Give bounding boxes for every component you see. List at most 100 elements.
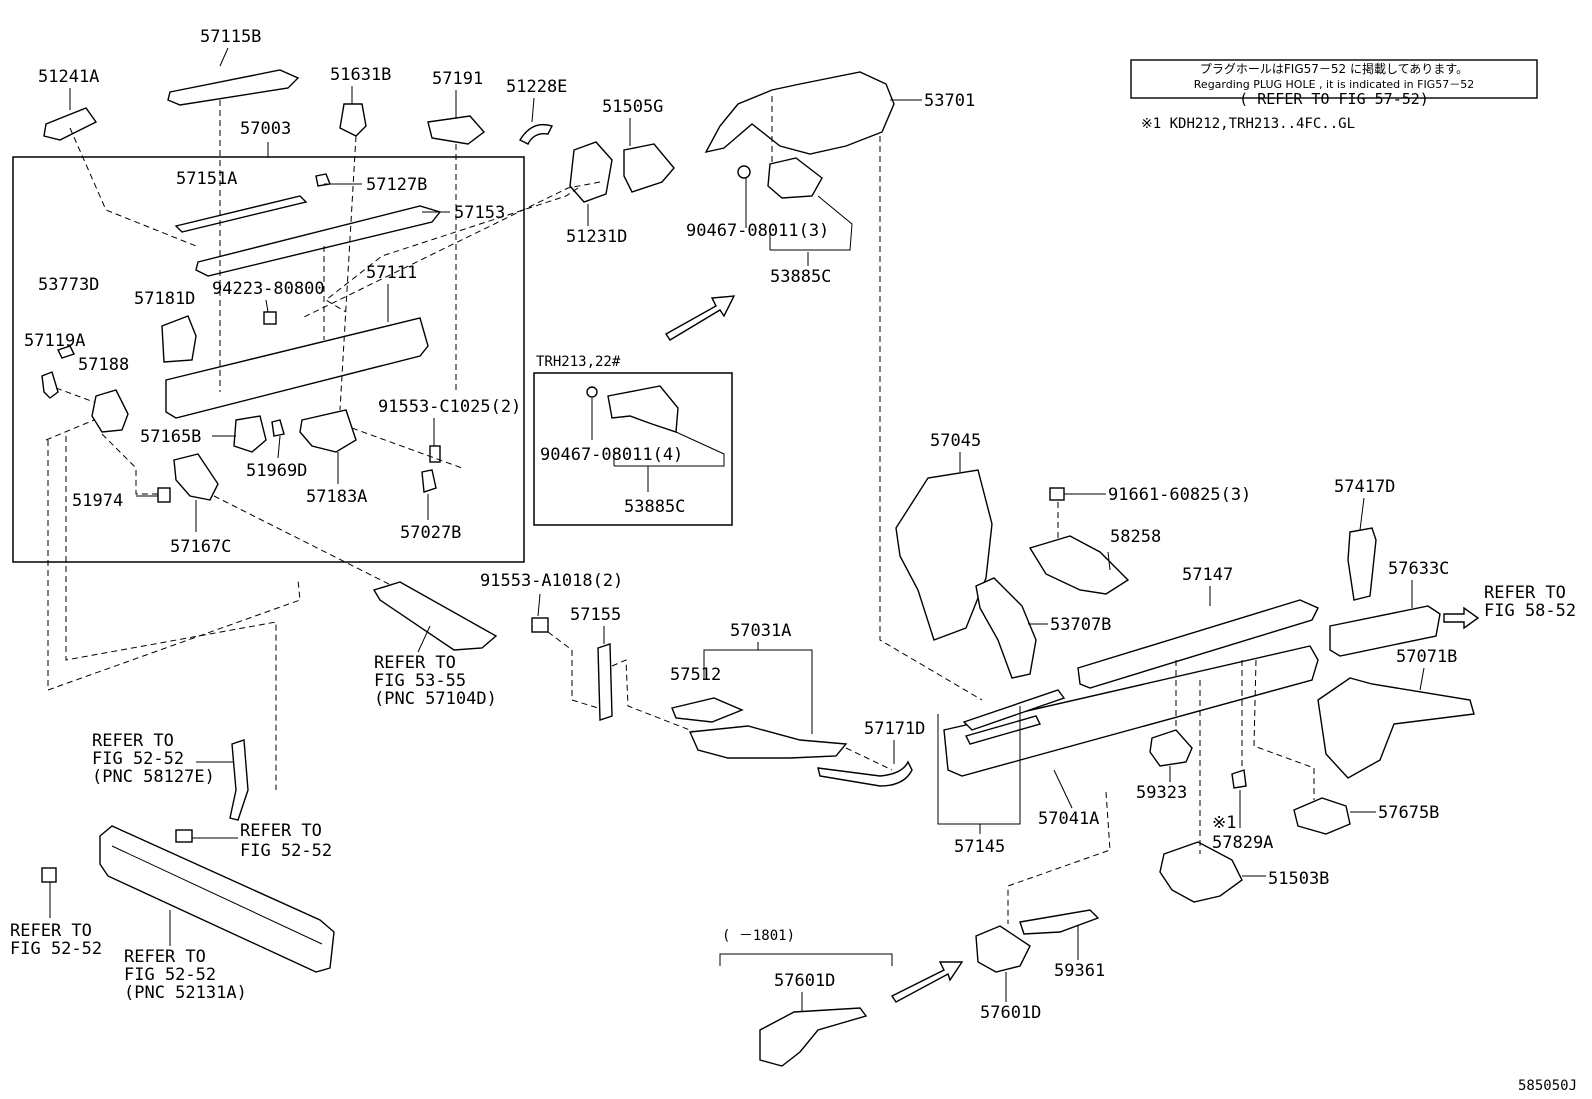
- note-line-en: Regarding PLUG HOLE , it is indicated in…: [1194, 78, 1474, 91]
- label-57191: 57191: [432, 69, 483, 89]
- part-91553-C1025[interactable]: [429, 445, 441, 463]
- part-57045[interactable]: [895, 469, 993, 641]
- label-57155: 57155: [570, 605, 621, 625]
- arrow-to-53701: [664, 295, 736, 341]
- part-57145-upper[interactable]: [962, 689, 1066, 731]
- part-57188[interactable]: [91, 389, 129, 433]
- label-57829A: 57829A: [1212, 833, 1273, 853]
- label-51974: 51974: [72, 491, 123, 511]
- part-53707B[interactable]: [975, 577, 1037, 679]
- part-57115B[interactable]: [167, 69, 300, 106]
- ref-58127E-l3: (PNC 58127E): [92, 767, 215, 787]
- ref-52131A-l2: FIG 52-52: [124, 965, 216, 985]
- part-51969D[interactable]: [271, 419, 285, 437]
- part-53885C-lower[interactable]: [607, 385, 679, 433]
- label-51631B: 51631B: [330, 65, 391, 85]
- part-57171D[interactable]: [817, 760, 913, 787]
- label-57045: 57045: [930, 431, 981, 451]
- part-57071B[interactable]: [1317, 677, 1475, 779]
- part-51505G[interactable]: [623, 143, 675, 193]
- part-91553-A1018[interactable]: [531, 617, 549, 633]
- arrow-to-57601D: [890, 961, 964, 1003]
- label-51231D: 51231D: [566, 227, 627, 247]
- part-57167C[interactable]: [173, 453, 219, 501]
- part-57119A[interactable]: [41, 371, 59, 399]
- label-53885C-lower: 53885C: [624, 497, 685, 517]
- footnote-mark: ※1: [1212, 813, 1236, 833]
- part-51503B[interactable]: [1159, 841, 1243, 903]
- label-57151A: 57151A: [176, 169, 237, 189]
- part-51228E[interactable]: [519, 123, 553, 145]
- part-57147[interactable]: [1077, 599, 1319, 689]
- label-51505G: 51505G: [602, 97, 663, 117]
- label-91553-C1025: 91553-C1025(2): [378, 397, 521, 417]
- label-57041A: 57041A: [1038, 809, 1099, 829]
- clip-90467-08011-upper[interactable]: [737, 165, 751, 179]
- part-57104D-panel[interactable]: [372, 581, 498, 651]
- label-53773D: 53773D: [38, 275, 99, 295]
- clip-90467-08011-lower[interactable]: [586, 386, 598, 398]
- label-51969D: 51969D: [246, 461, 307, 481]
- ref-52131A-l1: REFER TO: [124, 947, 206, 967]
- part-57151A[interactable]: [174, 195, 308, 233]
- part-57601D-left[interactable]: [759, 1007, 868, 1067]
- part-57181D[interactable]: [161, 315, 197, 363]
- label-91553-A1018: 91553-A1018(2): [480, 571, 623, 591]
- label-91661-60825: 91661-60825(3): [1108, 485, 1251, 505]
- part-57417D[interactable]: [1347, 527, 1377, 601]
- ref-fig-53-55-l2: FIG 53-55: [374, 671, 466, 691]
- part-53773D[interactable]: [57, 345, 75, 359]
- part-59361[interactable]: [1019, 909, 1100, 935]
- part-57031A[interactable]: [688, 725, 848, 759]
- part-51631B[interactable]: [339, 103, 367, 137]
- part-57191[interactable]: [427, 115, 486, 145]
- date-range: ( －1801): [722, 928, 795, 944]
- bolt-52-52-b[interactable]: [41, 867, 57, 883]
- ref-58127E-l2: FIG 52-52: [92, 749, 184, 769]
- part-58258[interactable]: [1028, 535, 1130, 595]
- part-94223-80800[interactable]: [263, 311, 277, 325]
- ref-58-52-l1: REFER TO: [1484, 583, 1566, 603]
- label-57119A: 57119A: [24, 331, 85, 351]
- part-57111[interactable]: [165, 317, 429, 419]
- label-57031A: 57031A: [730, 621, 791, 641]
- part-51231D[interactable]: [569, 141, 613, 203]
- plug-hole-note: プラグホールはFIG57－52 に掲載してあります。 Regarding PLU…: [1130, 59, 1538, 108]
- part-57601D-right[interactable]: [975, 925, 1031, 973]
- ref-fig-53-55-l1: REFER TO: [374, 653, 456, 673]
- part-57633C[interactable]: [1329, 605, 1441, 657]
- part-53701[interactable]: [704, 71, 895, 155]
- label-57512: 57512: [670, 665, 721, 685]
- part-57829A[interactable]: [1231, 769, 1247, 789]
- bolt-52-52-a[interactable]: [175, 829, 193, 843]
- part-53885C-upper[interactable]: [767, 157, 823, 199]
- part-57165B[interactable]: [233, 415, 267, 453]
- bolt-91661-60825[interactable]: [1049, 487, 1065, 501]
- part-57027B[interactable]: [421, 469, 437, 493]
- part-57145-lower[interactable]: [964, 715, 1042, 745]
- part-57041A[interactable]: [943, 645, 1319, 777]
- label-53707B: 53707B: [1050, 615, 1111, 635]
- label-58258: 58258: [1110, 527, 1161, 547]
- part-57155[interactable]: [597, 643, 613, 721]
- label-57601D-right: 57601D: [980, 1003, 1041, 1023]
- part-57512[interactable]: [671, 697, 744, 723]
- ref-52-52-b-l2: FIG 52-52: [10, 939, 102, 959]
- variant-frame: [533, 372, 733, 526]
- ref-52131A-l3: (PNC 52131A): [124, 983, 247, 1003]
- ref-52-52-a-l1: REFER TO: [240, 821, 322, 841]
- ref-52-52-a-l2: FIG 52-52: [240, 841, 332, 861]
- label-57183A: 57183A: [306, 487, 367, 507]
- part-58127E-bracket[interactable]: [229, 739, 249, 821]
- label-57111: 57111: [366, 263, 417, 283]
- label-57171D: 57171D: [864, 719, 925, 739]
- part-51241A[interactable]: [43, 107, 98, 141]
- part-59323[interactable]: [1149, 729, 1193, 767]
- part-57675B[interactable]: [1293, 797, 1351, 835]
- part-57153[interactable]: [195, 205, 442, 277]
- arrow-to-fig-58-52: [1443, 606, 1480, 630]
- part-52131A-bumper-reinforcement[interactable]: [99, 825, 335, 973]
- label-57153: 57153: [454, 203, 505, 223]
- part-51974[interactable]: [157, 487, 171, 503]
- part-57183A[interactable]: [299, 409, 357, 453]
